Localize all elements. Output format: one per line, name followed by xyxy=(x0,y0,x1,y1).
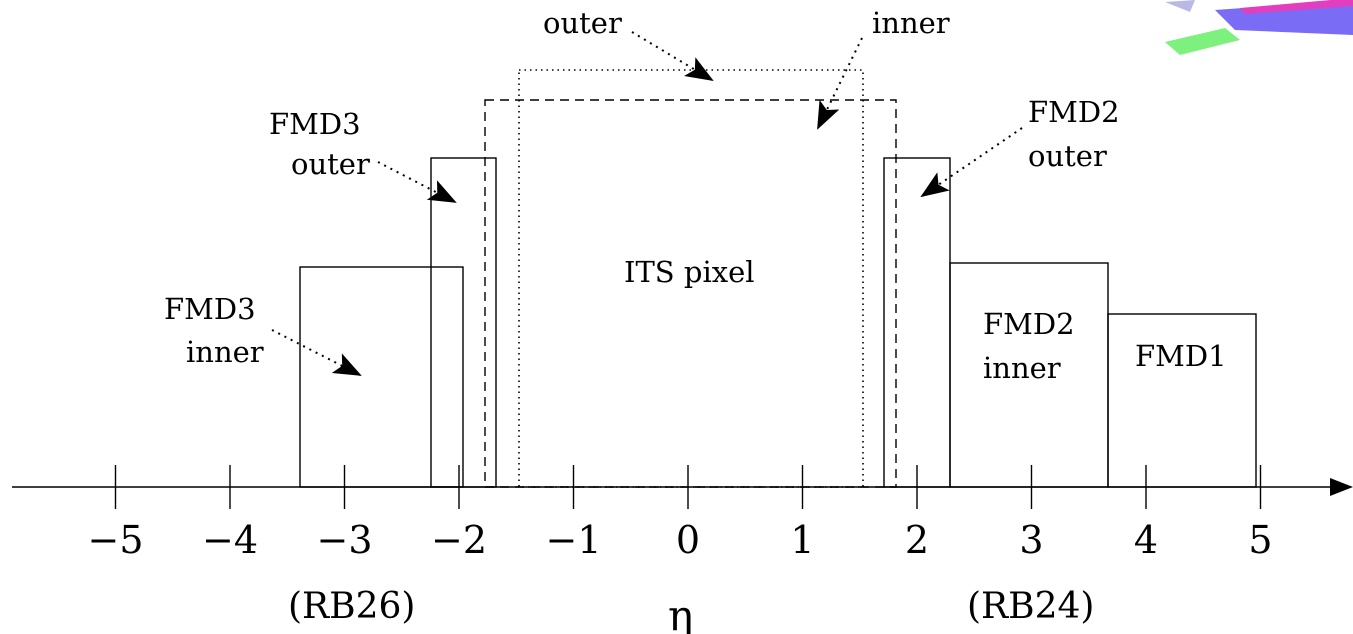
axis-tick-label: 2 xyxy=(905,518,929,562)
axis-tick-label: −4 xyxy=(202,518,258,562)
axis-tick-label: −2 xyxy=(431,518,487,562)
fmd2-outer-arrow xyxy=(920,127,1023,198)
detector-graphic xyxy=(1165,0,1353,55)
its-inner-box xyxy=(484,99,897,488)
fmd3-inner-arrow xyxy=(271,329,362,376)
its-outer-label: outer xyxy=(543,6,622,40)
its-inner-label: inner xyxy=(872,6,950,40)
axis-tick-label: −3 xyxy=(316,518,372,562)
fmd3-inner-box xyxy=(299,266,464,488)
fmd3-outer-label-2: outer xyxy=(291,147,370,181)
axis-tick-label: 1 xyxy=(790,518,814,562)
fmd3-outer-label-1: FMD3 xyxy=(269,107,361,141)
fmd3-inner-label-2: inner xyxy=(186,335,264,369)
axis-tick-label: −1 xyxy=(545,518,601,562)
its-inner-arrow xyxy=(817,37,863,130)
fmd2-outer-box xyxy=(883,157,951,488)
fmd3-outer-box xyxy=(430,157,497,488)
its-outer-arrow xyxy=(631,31,714,82)
fmd1-label: FMD1 xyxy=(1135,339,1227,373)
axis-arrow-icon xyxy=(1330,478,1353,496)
eta-label: η xyxy=(668,591,693,634)
rb24-label: (RB24) xyxy=(967,586,1094,627)
axis-tick-label: 3 xyxy=(1019,518,1043,562)
axis-tick-label: 5 xyxy=(1248,518,1272,562)
axis-ticks: −5 −4 −3 −2 −1 0 1 2 3 4 5 xyxy=(87,465,1273,562)
fmd2-inner-label-2: inner xyxy=(983,351,1061,385)
fmd2-outer-label-1: FMD2 xyxy=(1028,95,1120,129)
fmd2-inner-label-1: FMD2 xyxy=(983,307,1075,341)
fmd1-box xyxy=(1107,313,1257,488)
axis-tick-label: 4 xyxy=(1134,518,1158,562)
its-pixel-label: ITS pixel xyxy=(624,255,755,289)
axis-tick-label: 0 xyxy=(676,518,700,562)
axis-tick-label: −5 xyxy=(87,518,143,562)
fmd3-outer-arrow xyxy=(377,161,457,203)
fmd2-outer-label-2: outer xyxy=(1028,139,1107,173)
rb26-label: (RB26) xyxy=(288,586,415,627)
fmd3-inner-label-1: FMD3 xyxy=(164,292,256,326)
